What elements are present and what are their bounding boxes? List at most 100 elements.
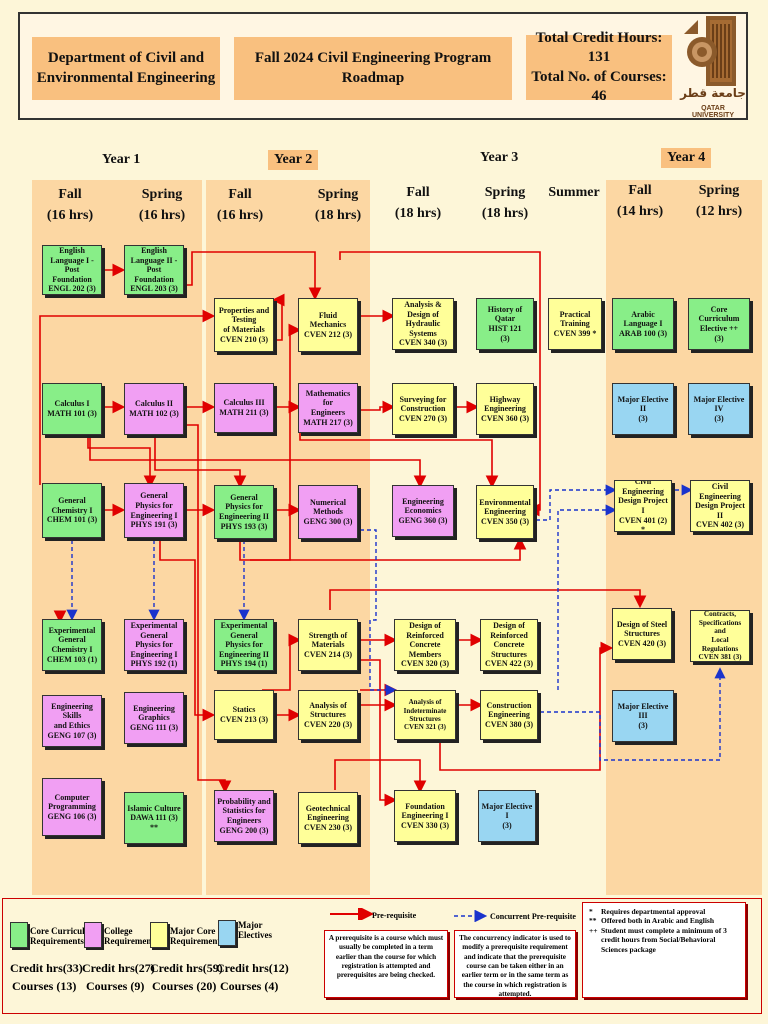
course-cven420[interactable]: Design of Steel Structures CVEN 420 (3)	[612, 608, 672, 660]
course-cven350[interactable]: Environmental Engineering CVEN 350 (3)	[476, 485, 534, 539]
course-cven321[interactable]: Analysis of Indeterminate Structures CVE…	[394, 690, 456, 740]
arrow-cven213-cven214	[262, 633, 302, 691]
footnote-mark: *	[589, 907, 593, 916]
course-cven210[interactable]: Properties and Testing of Materials CVEN…	[214, 298, 274, 352]
course-math101[interactable]: Calculus I MATH 101 (3)	[42, 383, 102, 435]
arrow-cven220-cven420	[439, 641, 614, 771]
arrow-math101-phys191	[87, 436, 157, 489]
term-y2-spring: Spring(18 hrs)	[308, 184, 368, 226]
course-chem103[interactable]: Experimental General Chemistry I CHEM 10…	[42, 619, 102, 671]
term-hours: (16 hrs)	[46, 208, 94, 223]
course-geng111[interactable]: Engineering Graphics GENG 111 (3)	[124, 692, 184, 744]
totals-box: Total Credit Hours: 131 Total No. of Cou…	[526, 30, 672, 104]
legend-courses-major-elective: Courses (4)	[220, 979, 279, 993]
arrow-cven230-cven330	[334, 759, 427, 794]
legend-label-college: College Requirements	[104, 926, 158, 947]
course-major-elective-2[interactable]: Major Elective II (3)	[612, 383, 674, 435]
course-math217[interactable]: Mathematics for Engineers MATH 217 (3)	[298, 383, 358, 433]
arrow-cven214-cven330	[360, 659, 398, 807]
course-core-elective[interactable]: Core Curriculum Elective ++ (3)	[688, 298, 750, 350]
arrow-math102-geng200	[176, 424, 232, 794]
course-cven399[interactable]: Practical Training CVEN 399 *	[548, 298, 602, 350]
course-cven213[interactable]: Statics CVEN 213 (3)	[214, 690, 274, 740]
course-hist121[interactable]: History of Qatar HIST 121 (3)	[476, 298, 534, 350]
legend-coreq-title: Concurrent Pre-requisite	[490, 912, 576, 921]
term-hours: (14 hrs)	[616, 204, 664, 219]
course-cven270[interactable]: Surveying for Construction CVEN 270 (3)	[392, 383, 454, 435]
course-arab100[interactable]: Arabic Language I ARAB 100 (3)	[612, 298, 674, 350]
term-name: Fall	[228, 187, 252, 202]
legend-swatch-core	[10, 922, 28, 948]
term-hours: (12 hrs)	[695, 204, 743, 219]
course-chem101[interactable]: General Chemistry I CHEM 101 (3)	[42, 483, 102, 538]
course-cven360[interactable]: Highway Engineering CVEN 360 (3)	[476, 383, 534, 435]
course-cven380[interactable]: Construction Engineering CVEN 380 (3)	[480, 690, 538, 740]
term-name: Fall	[406, 185, 430, 200]
course-major-elective-1[interactable]: Major Elective I (3)	[478, 790, 536, 842]
department-title: Department of Civil and Environmental En…	[32, 37, 220, 100]
arrow-phys191-cven213	[159, 540, 216, 722]
footnote-2: **Offered both in Arabic and English	[589, 916, 741, 925]
legend-footnotes: *Requires departmental approval **Offere…	[582, 902, 746, 998]
course-cven214[interactable]: Strength of Materials CVEN 214 (3)	[298, 619, 358, 671]
course-math102[interactable]: Calculus II MATH 102 (3)	[124, 383, 184, 435]
term-y1-fall: Fall (16 hrs)	[42, 184, 98, 226]
course-geng107[interactable]: Engineering Skills and Ethics GENG 107 (…	[42, 695, 102, 747]
course-cven220[interactable]: Analysis of Structures CVEN 220 (3)	[298, 690, 358, 740]
arrow-math217-cven270	[360, 400, 396, 414]
arrow-engl203-cven212	[176, 251, 322, 301]
term-name: Spring	[484, 185, 526, 200]
course-engl202[interactable]: English Language I - Post Foundation ENG…	[42, 245, 102, 295]
total-courses: Total No. of Courses: 46	[531, 68, 667, 105]
logo-arabic: جامعة قطر	[680, 86, 746, 100]
course-cven340[interactable]: Analysis & Design of Hydraulic Systems C…	[392, 298, 454, 350]
course-cven212[interactable]: Fluid Mechanics CVEN 212 (3)	[298, 298, 358, 352]
course-cven402[interactable]: Civil Engineering Design Project II CVEN…	[690, 480, 750, 532]
legend-courses-core: Courses (13)	[12, 979, 77, 993]
coreq-cven380-cven381	[540, 667, 726, 761]
course-geng300[interactable]: Numerical Methods GENG 300 (3)	[298, 485, 358, 539]
course-phys194[interactable]: Experimental General Physics for Enginee…	[214, 619, 274, 671]
course-geng200[interactable]: Probability and Statistics for Engineers…	[214, 790, 274, 842]
arrow-cven210-loop	[271, 293, 285, 341]
logo-icon	[684, 16, 736, 86]
course-major-elective-4[interactable]: Major Elective IV (3)	[688, 383, 750, 435]
term-hours: (16 hrs)	[216, 208, 264, 223]
course-geng106[interactable]: Computer Programming GENG 106 (3)	[42, 778, 102, 836]
course-phys192[interactable]: Experimental General Physics for Enginee…	[124, 619, 184, 671]
footnote-text: Offered both in Arabic and English	[601, 916, 715, 926]
arrow-chem101-cven210	[39, 309, 216, 485]
course-phys193[interactable]: General Physics for Engineering II PHYS …	[214, 485, 274, 539]
term-name: Fall	[58, 187, 82, 202]
course-cven330[interactable]: Foundation Engineering I CVEN 330 (3)	[394, 790, 456, 842]
term-y1-spring: Spring(16 hrs)	[132, 184, 192, 226]
legend-swatch-major-core	[150, 922, 168, 948]
term-hours: (16 hrs)	[138, 208, 186, 223]
course-geng360[interactable]: Engineering Economics GENG 360 (3)	[392, 485, 454, 537]
arrow-cven214-cven420	[329, 589, 647, 610]
course-cven381[interactable]: Contracts, Specifications and Local Regu…	[690, 610, 750, 662]
course-major-elective-3[interactable]: Major Elective III (3)	[612, 690, 674, 742]
course-cven401[interactable]: Civil Engineering Design Project I CVEN …	[614, 480, 672, 532]
course-math211[interactable]: Calculus III MATH 211 (3)	[214, 383, 274, 433]
term-hours: (18 hrs)	[394, 206, 442, 221]
course-cven320[interactable]: Design of Reinforced Concrete Members CV…	[394, 619, 456, 671]
course-phys191[interactable]: General Physics for Engineering I PHYS 1…	[124, 483, 184, 538]
term-name: Spring	[317, 187, 359, 202]
footnote-1: *Requires departmental approval	[589, 907, 741, 916]
course-engl203[interactable]: English Language II - Post Foundation EN…	[124, 245, 184, 295]
course-cven230[interactable]: Geotechnical Engineering CVEN 230 (3)	[298, 792, 358, 844]
legend-credits-major-core: Credit hrs(59)	[150, 961, 223, 975]
arrow-math101-geng360	[89, 436, 427, 489]
legend-label-core: Core Curriculum Requirements	[30, 926, 98, 947]
legend-prereq-arrow-icon	[330, 908, 374, 920]
course-cven422[interactable]: Design of Reinforced Concrete Structures…	[480, 619, 538, 671]
coreq-cven380-cven401	[557, 504, 617, 690]
legend-credits-core: Credit hrs(33)	[10, 961, 83, 975]
program-title: Fall 2024 Civil Engineering Program Road…	[234, 37, 512, 100]
course-dawa111[interactable]: Islamic Culture DAWA 111 (3) **	[124, 792, 184, 844]
year-4-label: Year 4	[661, 148, 712, 168]
year-2-label: Year 2	[268, 150, 319, 170]
footnote-mark: ++	[589, 925, 598, 935]
legend-swatch-college	[84, 922, 102, 948]
